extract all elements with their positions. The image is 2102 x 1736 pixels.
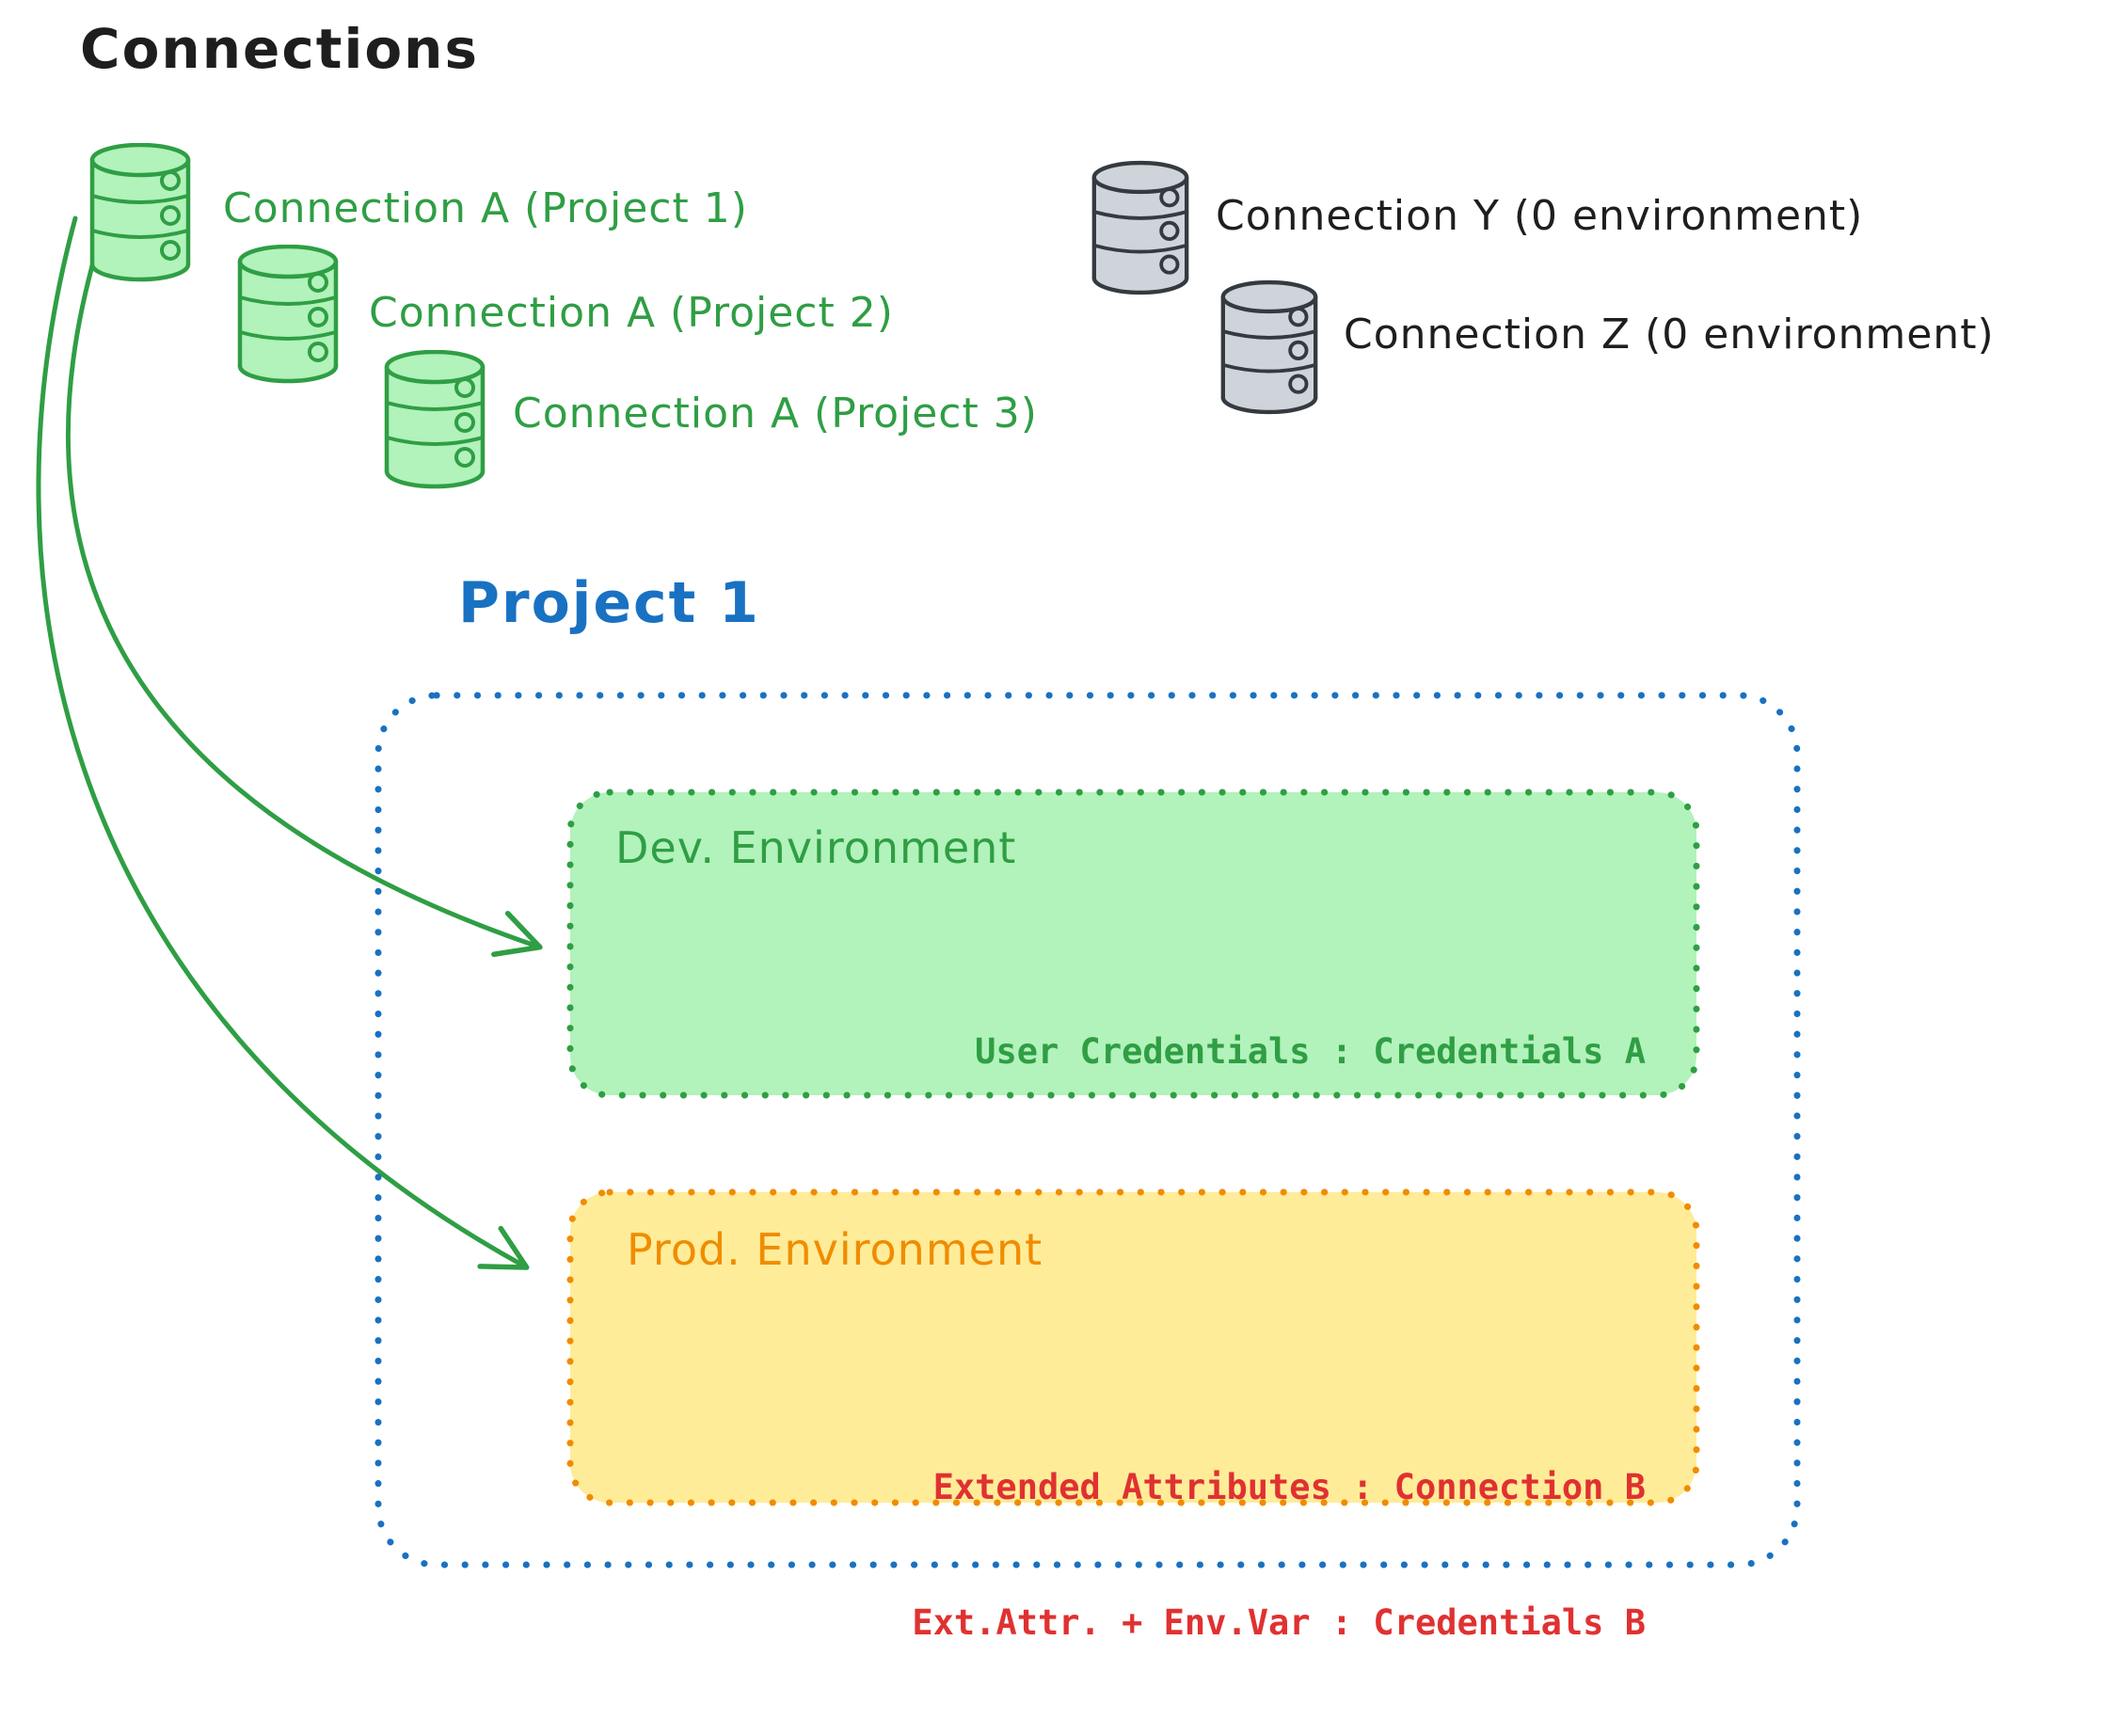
project-title: Project 1	[458, 570, 760, 636]
connection-label: Connection A (Project 1)	[223, 184, 748, 232]
env-title: Prod. Environment	[627, 1224, 1043, 1275]
env-credentials-lines: Extended Attributes : Connection B Ext.A…	[661, 1375, 1646, 1736]
project-container-border	[374, 692, 1801, 1569]
dev-environment-box: Dev. Environment User Credentials : Cred…	[566, 788, 1700, 1099]
env-credentials-line: Extended Attributes : Connection B	[932, 1467, 1646, 1507]
diagram-title: Connections	[80, 17, 479, 81]
database-icon	[88, 143, 193, 282]
connection-label: Connection A (Project 2)	[369, 289, 894, 337]
database-icon	[1090, 160, 1191, 296]
prod-environment-border	[566, 1188, 1700, 1506]
prod-environment-box: Prod. Environment Extended Attributes : …	[566, 1188, 1700, 1643]
connection-label: Connection Y (0 environment)	[1216, 192, 1864, 240]
connection-label: Connection Z (0 environment)	[1344, 311, 1995, 358]
env-title: Dev. Environment	[615, 822, 1017, 873]
database-icon	[1218, 279, 1320, 416]
database-icon	[382, 350, 487, 489]
connection-label: Connection A (Project 3)	[513, 390, 1038, 438]
database-icon	[235, 245, 341, 384]
project-container	[374, 692, 1801, 1569]
env-credentials-line: User Credentials : Credentials A	[975, 1031, 1646, 1072]
env-credentials-line: Ext.Attr. + Env.Var : Credentials B	[912, 1602, 1646, 1643]
dev-environment-border	[566, 788, 1700, 1099]
